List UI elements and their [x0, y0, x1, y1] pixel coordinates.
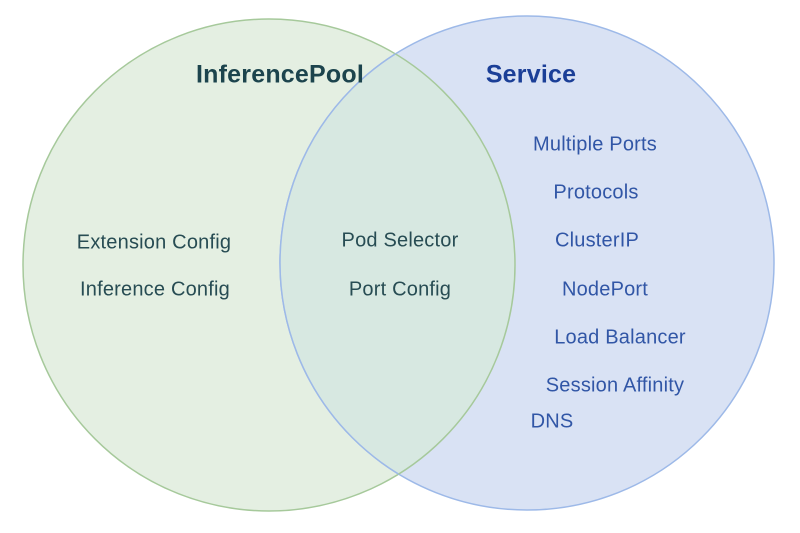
service-title: Service — [485, 60, 577, 89]
inferencepool-item-inference-config: Inference Config — [80, 278, 230, 301]
inferencepool-item-extension-config: Extension Config — [76, 231, 232, 254]
service-item-load-balancer: Load Balancer — [554, 326, 686, 349]
inferencepool-title: InferencePool — [196, 60, 364, 89]
service-item-protocols: Protocols — [553, 181, 639, 204]
service-item-session-affinity: Session Affinity — [545, 374, 685, 397]
intersection-item-port-config: Port Config — [348, 278, 452, 301]
inferencepool-border-overlap — [280, 18, 516, 510]
service-item-clusterip: ClusterIP — [554, 229, 640, 252]
service-item-multiple-ports: Multiple Ports — [533, 133, 657, 156]
intersection-lens — [279, 19, 515, 511]
intersection-item-pod-selector: Pod Selector — [341, 229, 459, 252]
service-item-dns: DNS — [530, 410, 574, 433]
service-item-nodeport: NodePort — [561, 278, 649, 301]
